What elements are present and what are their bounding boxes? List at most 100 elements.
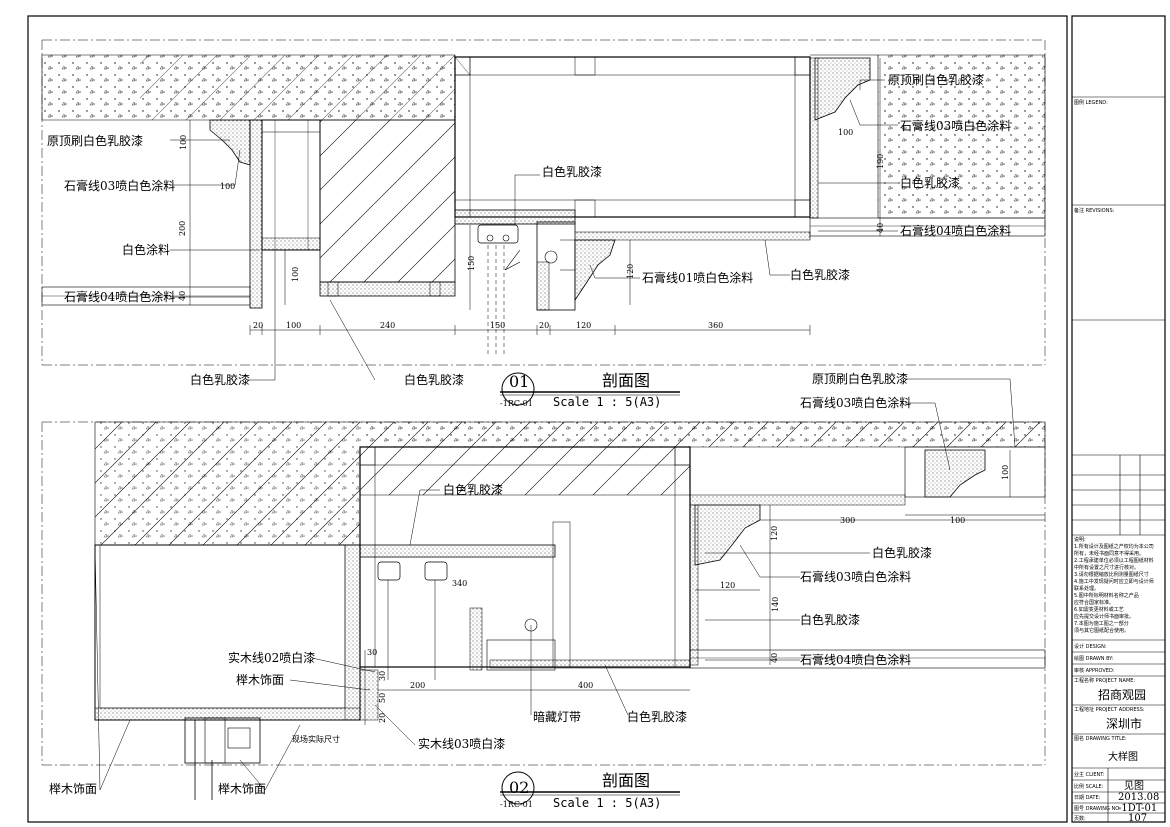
s1-dim-14: 100: [179, 135, 188, 150]
s2-title: 剖面图: [602, 771, 650, 790]
tb-address: 深圳市: [1106, 716, 1142, 731]
tb-revision: 备注 REVISIONS:: [1074, 207, 1115, 214]
s1-dim-13: 120: [626, 264, 635, 279]
s1-dim-12: 150: [467, 256, 476, 271]
tb-drawing-title: 大样图: [1108, 750, 1138, 763]
s1-title: 剖面图: [602, 371, 650, 390]
tb-date-label: 日期 DATE:: [1074, 795, 1101, 801]
s1-label-3: 石膏线04喷白色涂料: [64, 289, 175, 304]
s2-dim-13: 20: [378, 713, 387, 723]
s2-label-9: 暗藏灯带: [533, 709, 581, 724]
s2-scale: Scale 1 : 5(A3): [553, 796, 661, 810]
s2-dim-4: 120: [770, 526, 779, 541]
s2-dim-6: 40: [770, 653, 779, 663]
s1-label-0: 原顶刷白色乳胶漆: [47, 133, 143, 148]
tb-note-2: 2.工程承建单位必须以工程图纸材料: [1074, 557, 1154, 564]
tb-notes-title: 说明:: [1074, 536, 1086, 543]
s1-dim-9: 200: [178, 221, 187, 236]
s1-label-1: 石膏线03喷白色涂料: [64, 178, 175, 193]
beam-box: [454, 56, 811, 218]
tb-client-label: 业主 CLIENT:: [1074, 771, 1105, 778]
s1-label-9: 白色乳胶漆: [900, 175, 960, 190]
s2-label-12: 榉木饰面: [49, 782, 97, 796]
s2-label-0: 原顶刷白色乳胶漆: [812, 371, 908, 386]
s2-label-4: 石膏线03喷白色涂料: [800, 569, 911, 584]
s1-label-10: 石膏线04喷白色涂料: [900, 223, 1011, 238]
s2-dim-11: 30: [378, 671, 387, 681]
s2-label-10: 白色乳胶漆: [627, 709, 687, 724]
s1-label-12: 白色乳胶漆: [790, 267, 850, 282]
tb-date: 2013.08: [1118, 792, 1159, 803]
s1-dim-7: 100: [220, 182, 235, 191]
s2-label-13: 榉木饰面: [218, 782, 266, 796]
s1-dim-4: 20: [539, 321, 549, 330]
tb-address-label: 工程地址 PROJECT ADDRESS:: [1074, 706, 1145, 713]
s2-label-3: 白色乳胶漆: [872, 545, 932, 560]
s2-ref: -1RC-01: [500, 800, 533, 809]
s1-dim-2: 240: [380, 321, 395, 330]
s2-dim-9: 200: [410, 681, 425, 690]
s1-dim-15: 190: [876, 154, 885, 169]
s2-dim-0: 300: [840, 516, 855, 525]
section-01: [41, 39, 1046, 406]
tb-approved: 审核 APPROVED:: [1074, 667, 1115, 674]
s2-number: 02: [509, 778, 529, 797]
tb-note-4: 3.请勿根据缩放比例测量图纸尺寸: [1074, 571, 1149, 578]
tb-note-1: 所有，未经书面同意不得采用。: [1074, 550, 1144, 557]
tb-note-10: 应先提交设计师书面审批。: [1074, 613, 1134, 620]
tb-note-12: 须与其它图纸配合使用。: [1074, 627, 1129, 634]
s1-scale: Scale 1 : 5(A3): [553, 395, 661, 409]
title-block: [1071, 15, 1166, 823]
s1-ref: -1RC-01: [500, 399, 533, 408]
s1-dim-5: 120: [576, 321, 591, 330]
s2-label-8: 榉木饰面: [236, 673, 284, 687]
s2-label-6: 石膏线04喷白色涂料: [800, 652, 911, 667]
s1-dim-8: 100: [838, 128, 853, 137]
s1-dim-1: 100: [286, 321, 301, 330]
s1-label-4: 白色乳胶漆: [190, 372, 250, 387]
tb-note-11: 7.本图为施工图之一部分: [1074, 620, 1129, 627]
s1-dim-0: 20: [253, 321, 263, 330]
tb-drawing-no: -1DT-01: [1118, 803, 1157, 814]
section-02: [41, 378, 1046, 805]
s1-label-6: 白色乳胶漆: [542, 164, 602, 179]
s2-dim-5: 140: [771, 597, 780, 612]
tb-legend: 图例 LEGEND:: [1074, 99, 1108, 106]
s2-dim-2: 100: [1001, 465, 1010, 480]
s1-label-5: 白色乳胶漆: [404, 372, 464, 387]
tb-scale: 见图: [1124, 780, 1144, 792]
s2-dim-1: 100: [950, 516, 965, 525]
s2-label-7: 实木线02喷白漆: [228, 650, 315, 665]
tb-note-5: 4.施工中发现疑问时应立即与设计师: [1074, 578, 1154, 585]
s2-dim-3: 120: [720, 581, 735, 590]
tb-note-9: 6.如需变更材料或工艺: [1074, 606, 1124, 613]
tb-scale-label: 比例 SCALE:: [1074, 783, 1104, 790]
tb-note-3: 中所有设置之尺寸进行核对。: [1074, 564, 1139, 571]
s2-label-11: 实木线03喷白漆: [418, 736, 505, 751]
s2-label-5: 白色乳胶漆: [800, 612, 860, 627]
tb-drawing-title-label: 图名 DRAWING TITLE:: [1074, 735, 1127, 742]
s2-label-2: 白色乳胶漆: [443, 482, 503, 497]
section-marker-01: [501, 372, 535, 406]
section-marker-02: [501, 771, 535, 805]
s2-label-1: 石膏线03喷白色涂料: [800, 395, 911, 410]
tb-page: 107: [1128, 813, 1147, 824]
s1-dim-11: 40: [178, 291, 187, 301]
tb-note-8: 应符合国家标准。: [1074, 599, 1114, 606]
tb-design: 设计 DESIGN:: [1074, 643, 1107, 650]
tb-note-7: 5.图中所标明材料名称之产品: [1074, 592, 1139, 599]
sheet-border: [27, 15, 1068, 823]
tb-project-name: 招商观园: [1098, 687, 1146, 702]
s2-dim-12: 50: [378, 693, 387, 703]
s1-label-8: 石膏线03喷白色涂料: [900, 118, 1011, 133]
s2-dim-8: 400: [578, 681, 593, 690]
s1-dim-10: 100: [291, 267, 300, 282]
s2-dim-10: 30: [367, 648, 377, 657]
s1-dim-6: 360: [708, 321, 723, 330]
s1-label-11: 石膏线01喷白色涂料: [642, 270, 753, 285]
tb-drawing-no-label: 图号 DRAWING NO:: [1074, 806, 1121, 812]
tb-note-0: 1.所有设计及图纸之产权均为本公司: [1074, 543, 1154, 550]
tb-project-name-label: 工程名称 PROJECT NAME:: [1074, 677, 1135, 684]
s1-label-2: 白色涂料: [122, 242, 170, 257]
